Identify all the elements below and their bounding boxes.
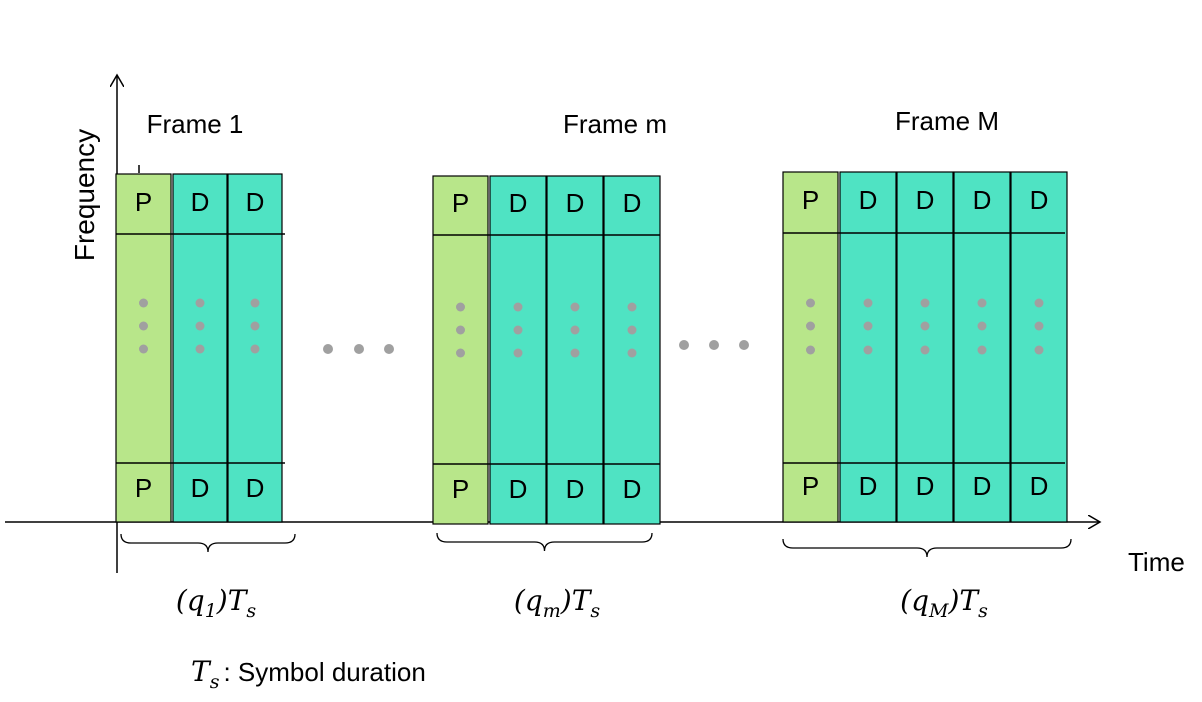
pilot-label-bottom: P — [802, 471, 819, 501]
frame-duration-brace — [120, 533, 296, 553]
frame-title: Frame M — [895, 106, 999, 136]
subcarrier-ellipsis-dot — [570, 302, 580, 312]
subcarrier-ellipsis-dot — [570, 348, 580, 358]
subcarrier-ellipsis-dot — [627, 325, 637, 335]
pilot-column: PP — [782, 171, 839, 523]
frame-gap-ellipsis-2 — [679, 340, 749, 350]
data-label-top: D — [859, 185, 878, 215]
subcarrier-ellipsis-dot — [1034, 298, 1044, 308]
data-label-bottom: D — [859, 471, 878, 501]
data-column: DD — [953, 171, 1011, 523]
frame-gap-ellipsis-1 — [323, 344, 394, 354]
time-axis-label: Time — [1128, 547, 1185, 577]
data-label-top: D — [509, 188, 528, 218]
data-label-bottom: D — [246, 473, 265, 503]
data-column: DD — [489, 175, 547, 525]
subcarrier-ellipsis-dot — [627, 348, 637, 358]
subcarrier-ellipsis-dot — [513, 325, 523, 335]
pilot-label-top: P — [135, 187, 152, 217]
subcarrier-ellipsis-dot — [456, 348, 465, 358]
pilot-column: PP — [432, 175, 489, 525]
subcarrier-ellipsis-dot — [250, 298, 260, 308]
frame-title: Frame 1 — [147, 109, 244, 139]
subcarrier-ellipsis-dot — [806, 345, 815, 355]
data-column: DD — [839, 171, 897, 523]
frame-duration-brace — [436, 532, 653, 552]
frame-duration-label: (qm)Ts — [514, 584, 601, 622]
subcarrier-ellipsis-dot — [195, 344, 205, 354]
data-label-bottom: D — [509, 474, 528, 504]
data-label-bottom: D — [566, 474, 585, 504]
subcarrier-ellipsis-dot — [863, 321, 873, 331]
subcarrier-ellipsis-dot — [806, 298, 815, 308]
frame-duration-label: (q1)Ts — [176, 584, 257, 622]
data-label-top: D — [246, 187, 265, 217]
data-column: DD — [1010, 171, 1068, 523]
data-label-top: D — [623, 188, 642, 218]
subcarrier-ellipsis-dot — [250, 344, 260, 354]
data-label-top: D — [973, 185, 992, 215]
subcarrier-ellipsis-dot — [863, 298, 873, 308]
subcarrier-ellipsis-dot — [1034, 345, 1044, 355]
data-label-bottom: D — [623, 474, 642, 504]
frame-title: Frame m — [563, 109, 667, 139]
subcarrier-ellipsis-dot — [920, 345, 930, 355]
data-column: DD — [896, 171, 954, 523]
data-column: DD — [227, 173, 283, 523]
data-label-bottom: D — [1030, 471, 1049, 501]
subcarrier-ellipsis-dot — [627, 302, 637, 312]
subcarrier-ellipsis-dot — [806, 321, 815, 331]
pilot-label-top: P — [802, 185, 819, 215]
data-label-top: D — [566, 188, 585, 218]
frame-duration-brace — [782, 538, 1072, 558]
data-label-bottom: D — [916, 471, 935, 501]
subcarrier-ellipsis-dot — [977, 345, 987, 355]
subcarrier-ellipsis-dot — [250, 321, 260, 331]
subcarrier-ellipsis-dot — [863, 345, 873, 355]
data-column: DD — [546, 175, 604, 525]
data-label-top: D — [916, 185, 935, 215]
subcarrier-ellipsis-dot — [977, 298, 987, 308]
subcarrier-ellipsis-dot — [456, 325, 465, 335]
subcarrier-ellipsis-dot — [139, 298, 148, 308]
data-label-bottom: D — [191, 473, 210, 503]
subcarrier-ellipsis-dot — [139, 321, 148, 331]
subcarrier-ellipsis-dot — [1034, 321, 1044, 331]
data-label-top: D — [1030, 185, 1049, 215]
subcarrier-ellipsis-dot — [570, 325, 580, 335]
pilot-column: PP — [115, 173, 172, 523]
data-column: DD — [603, 175, 661, 525]
subcarrier-ellipsis-dot — [920, 298, 930, 308]
pilot-label-top: P — [452, 188, 469, 218]
subcarrier-ellipsis-dot — [920, 321, 930, 331]
symbol-duration-legend: Ts: Symbol duration — [191, 655, 426, 693]
data-label-bottom: D — [973, 471, 992, 501]
subcarrier-ellipsis-dot — [195, 321, 205, 331]
pilot-label-bottom: P — [452, 474, 469, 504]
subcarrier-ellipsis-dot — [977, 321, 987, 331]
data-column: DD — [172, 173, 228, 523]
data-label-top: D — [191, 187, 210, 217]
pilot-label-bottom: P — [135, 473, 152, 503]
subcarrier-ellipsis-dot — [456, 302, 465, 312]
subcarrier-ellipsis-dot — [139, 344, 148, 354]
subcarrier-ellipsis-dot — [195, 298, 205, 308]
subcarrier-ellipsis-dot — [513, 348, 523, 358]
subcarrier-ellipsis-dot — [513, 302, 523, 312]
frame-duration-label: (qM)Ts — [900, 584, 988, 622]
frequency-axis-label: Frequency — [69, 129, 100, 261]
